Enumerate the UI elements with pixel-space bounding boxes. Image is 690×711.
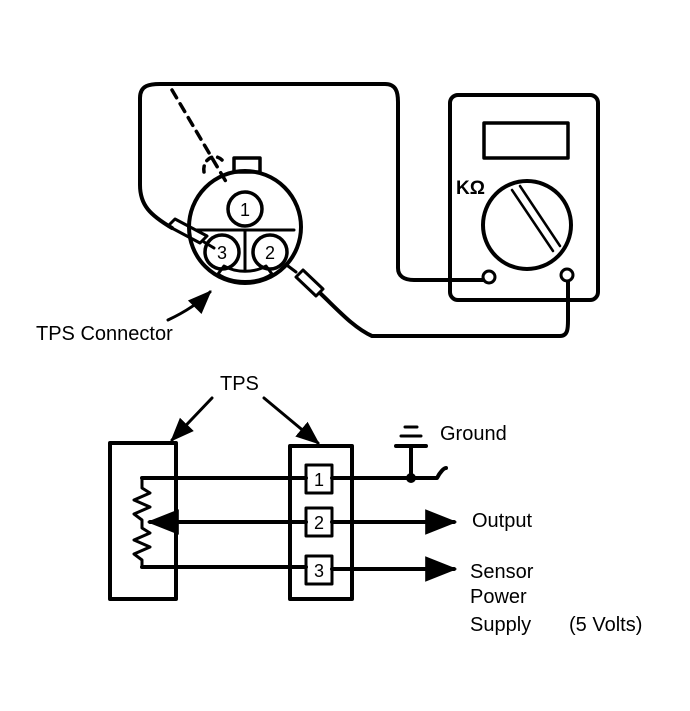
schematic-pin-1-label: 1 [314, 470, 324, 490]
backprobe-lead [170, 88, 230, 187]
ohmmeter: KΩ [448, 93, 600, 302]
supply-label-line2: Power [470, 586, 527, 608]
pin-3-label: 3 [217, 243, 227, 263]
supply-voltage-label: (5 Volts) [569, 614, 642, 636]
connector-label: TPS Connector [36, 323, 173, 345]
schematic-pin-2-label: 2 [314, 513, 324, 533]
test-lead-b [318, 280, 570, 338]
tps-arrow-left [170, 396, 214, 442]
tps-connector: 1 2 3 [187, 156, 303, 285]
ohmmeter-display [482, 121, 570, 160]
pin-1-cavity [226, 190, 264, 228]
ground-label: Ground [440, 423, 507, 445]
wire-1-out [330, 466, 448, 480]
ohmmeter-case [448, 93, 600, 302]
connector-key [216, 264, 274, 283]
output-label: Output [472, 510, 532, 532]
meter-test-setup: KΩ 1 2 3 [36, 82, 600, 345]
meter-scale-label: KΩ [456, 178, 485, 199]
tps-arrow-right [262, 396, 320, 445]
supply-label-line1: Sensor [470, 561, 534, 583]
tps-label: TPS [220, 373, 259, 395]
pin-3-cavity [203, 233, 241, 271]
test-lead-a [138, 82, 485, 282]
pin-1-label: 1 [240, 200, 250, 220]
pin-2-cavity [251, 233, 289, 271]
connector-lock-tab [232, 156, 262, 174]
connector-leader [166, 290, 212, 322]
ohmmeter-dial [481, 179, 573, 271]
pin-2-label: 2 [265, 243, 275, 263]
backprobe-hook [202, 155, 224, 174]
potentiometer-resistor [132, 476, 152, 569]
tps-schematic: TPS 1 Ground 2 Output 3 Sensor Power S [108, 373, 642, 636]
dial-pointer [510, 184, 562, 253]
supply-label-line3: Supply [470, 614, 531, 636]
schematic-pin-3-label: 3 [314, 561, 324, 581]
com-jack [481, 269, 497, 285]
probe-b [286, 264, 325, 298]
ohm-jack [559, 267, 575, 283]
